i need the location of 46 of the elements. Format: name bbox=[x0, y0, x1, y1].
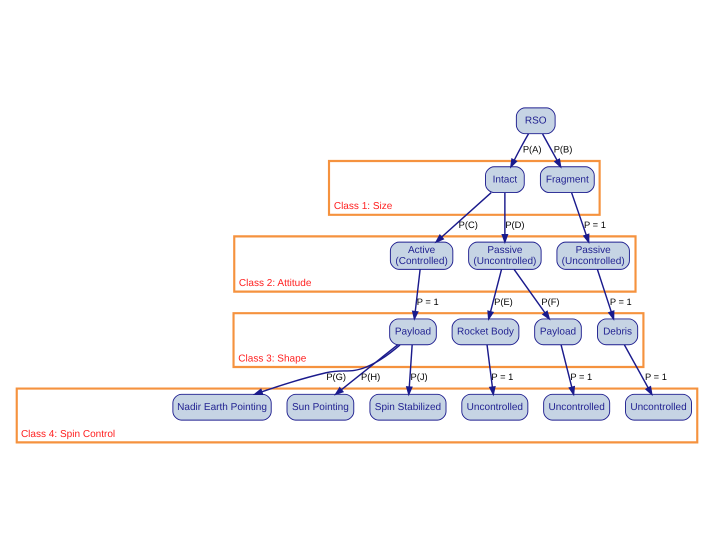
node-box: Rocket Body bbox=[452, 318, 520, 345]
node-box: Passive (Uncontrolled) bbox=[468, 241, 542, 270]
arrow bbox=[501, 192, 508, 244]
edge-label: P(C) bbox=[458, 220, 478, 230]
edge-label: P = 1 bbox=[645, 372, 667, 382]
edge-label: P(F) bbox=[541, 296, 560, 306]
node-box: Passive (Uncontrolled) bbox=[556, 241, 630, 270]
node-box: Spin Stabilized bbox=[369, 393, 446, 420]
node-box: Payload bbox=[534, 318, 582, 345]
edge-label: P = 1 bbox=[584, 220, 606, 230]
node-box: Nadir Earth Pointing bbox=[172, 393, 272, 420]
arrow bbox=[624, 344, 653, 396]
node-box: Fragment bbox=[540, 166, 595, 193]
edge-label: P = 1 bbox=[416, 296, 439, 306]
arrow bbox=[570, 192, 590, 244]
edge-label: P = 1 bbox=[570, 372, 592, 382]
arrow bbox=[487, 268, 502, 320]
arrow bbox=[486, 344, 496, 396]
arrow bbox=[514, 268, 550, 320]
node-box: Payload bbox=[389, 318, 437, 345]
edge-label: P(E) bbox=[494, 296, 513, 306]
node-box: RSO bbox=[516, 106, 556, 134]
edge-label: P(H) bbox=[361, 372, 380, 382]
node-box: Debris bbox=[597, 318, 638, 345]
node-box: Intact bbox=[485, 166, 525, 193]
edge-label: P = 1 bbox=[610, 296, 632, 306]
edge-label: P = 1 bbox=[491, 372, 514, 382]
arrow bbox=[252, 344, 400, 394]
edge-label: P(J) bbox=[410, 372, 428, 382]
node-box: Active (Controlled) bbox=[390, 241, 454, 270]
arrow bbox=[560, 344, 576, 396]
arrow bbox=[334, 344, 398, 396]
node-box: Uncontrolled bbox=[625, 393, 692, 420]
arrow bbox=[542, 133, 562, 168]
node-box: Uncontrolled bbox=[543, 393, 610, 420]
node-box: Uncontrolled bbox=[461, 393, 528, 420]
arrow bbox=[510, 132, 530, 168]
arrow bbox=[406, 344, 413, 396]
arrow bbox=[596, 268, 614, 320]
arrow bbox=[434, 192, 492, 243]
edge-label: P(B) bbox=[554, 144, 572, 154]
edge-label: P(D) bbox=[505, 220, 525, 230]
edge-label: P(G) bbox=[326, 372, 346, 382]
edge-label: P(A) bbox=[522, 144, 542, 154]
arrow bbox=[412, 268, 421, 320]
node-box: Sun Pointing bbox=[286, 393, 354, 420]
